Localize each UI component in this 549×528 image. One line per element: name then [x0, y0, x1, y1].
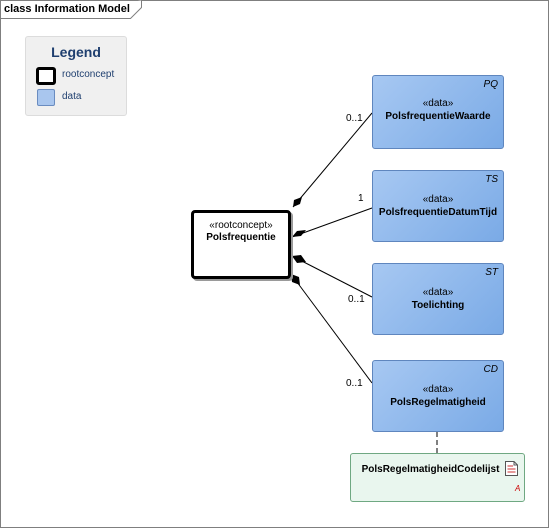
- class-polsfrequentie-waarde[interactable]: PQ «data» PolsfrequentieWaarde: [372, 75, 504, 149]
- class-type: PQ: [483, 79, 498, 90]
- multiplicity-toelichting: 0..1: [348, 294, 365, 305]
- class-name: PolsRegelmatigheidCodelijst: [361, 464, 500, 475]
- data-swatch: [37, 89, 55, 106]
- legend: Legend rootconcept data: [25, 36, 127, 116]
- document-icon: [505, 461, 518, 476]
- class-stereotype: «data»: [422, 194, 454, 205]
- class-type: TS: [485, 174, 498, 185]
- frame-title: class Information Model: [4, 3, 130, 15]
- rootconcept-swatch: [36, 67, 56, 85]
- diamond-regelmatigheid: [291, 274, 300, 285]
- diamond-waarde: [293, 197, 302, 207]
- class-name: Toelichting: [411, 300, 465, 311]
- class-toelichting[interactable]: ST «data» Toelichting: [372, 263, 504, 335]
- class-stereotype: «data»: [422, 384, 454, 395]
- edge-waarde: [292, 112, 373, 208]
- class-stereotype: «rootconcept»: [209, 220, 273, 231]
- class-type: ST: [485, 267, 498, 278]
- class-stereotype: «data»: [422, 287, 454, 298]
- class-polsregelmatigheid-codelijst[interactable]: PolsRegelmatigheidCodelijst A: [350, 453, 525, 502]
- class-polsregelmatigheid[interactable]: CD «data» PolsRegelmatigheid: [372, 360, 504, 432]
- multiplicity-datumtijd: 1: [358, 193, 364, 204]
- legend-label: rootconcept: [62, 69, 115, 80]
- multiplicity-waarde: 0..1: [346, 113, 363, 124]
- diamond-toelichting: [292, 255, 306, 263]
- class-stereotype: «data»: [422, 98, 454, 109]
- class-polsfrequentie[interactable]: «rootconcept» Polsfrequentie: [191, 210, 291, 279]
- legend-title: Legend: [51, 44, 101, 60]
- multiplicity-regelmatigheid: 0..1: [346, 378, 363, 389]
- class-name: PolsfrequentieDatumTijd: [378, 207, 498, 218]
- frame-tab-outline: [0, 0, 142, 19]
- class-name: PolsfrequentieWaarde: [385, 111, 491, 122]
- class-polsfrequentie-datumtijd[interactable]: TS «data» PolsfrequentieDatumTijd: [372, 170, 504, 242]
- edge-regelmatigheid: [290, 273, 373, 384]
- codelist-marker: A: [515, 484, 521, 493]
- class-type: CD: [483, 364, 498, 375]
- class-name: PolsRegelmatigheid: [390, 397, 486, 408]
- edge-toelichting: [291, 255, 373, 298]
- edge-datumtijd: [291, 207, 373, 238]
- diamond-datumtijd: [292, 230, 306, 237]
- class-name: Polsfrequentie: [206, 232, 276, 243]
- legend-label: data: [62, 91, 82, 102]
